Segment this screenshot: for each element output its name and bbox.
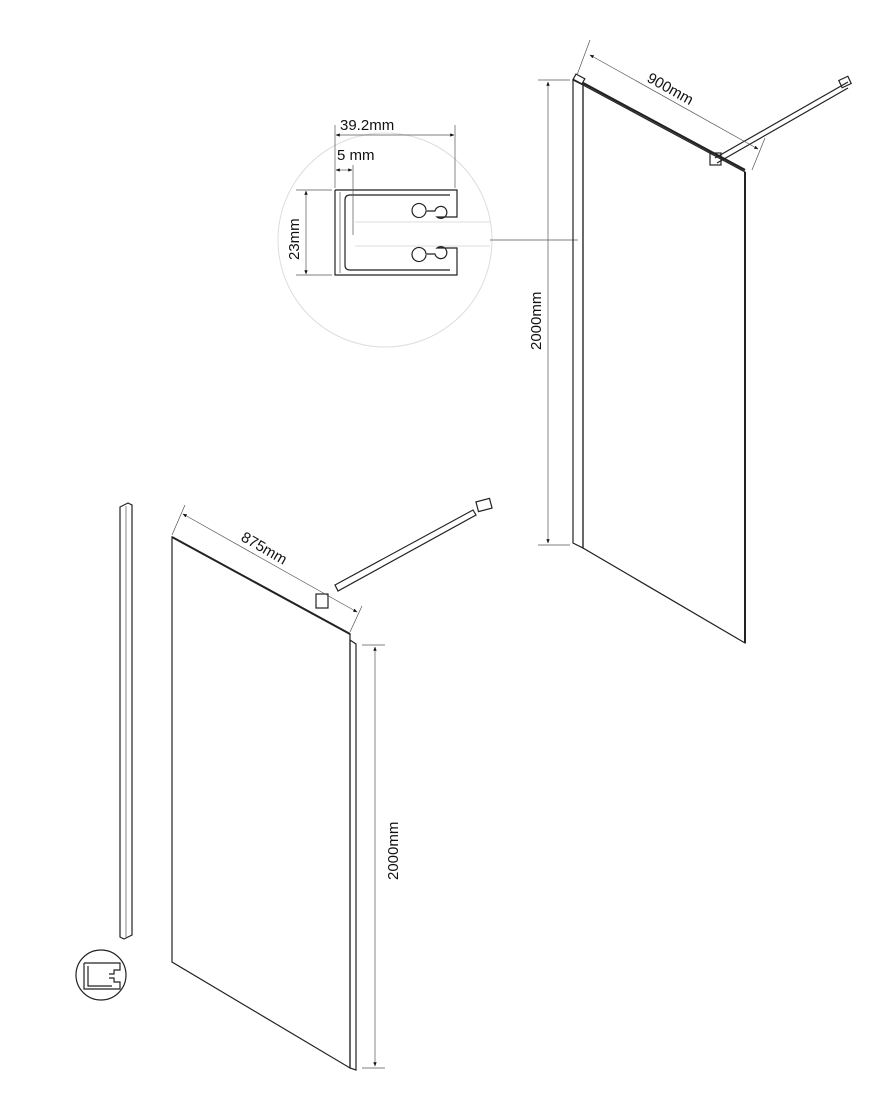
profile-height-label: 23mm — [286, 218, 303, 260]
exploded-height-label: 2000mm — [385, 822, 402, 880]
glass-panel — [582, 83, 746, 645]
bar-connector — [709, 152, 722, 166]
loose-support-bar — [334, 509, 477, 592]
small-profile-detail — [75, 949, 127, 1001]
profile-detail: 39.2mm 5 mm 23mm — [277, 117, 578, 348]
installed-panel: 2000mm 900mm — [528, 39, 853, 645]
end-cap — [475, 497, 493, 513]
exploded-width-label: 875mm — [238, 529, 290, 569]
loose-connector — [315, 593, 329, 609]
detail-circle — [277, 132, 493, 348]
loose-glass-panel — [171, 535, 351, 1070]
profile-wall-label: 5 mm — [337, 147, 375, 164]
support-bar — [714, 81, 849, 159]
installed-width-label: 900mm — [644, 70, 696, 109]
wall-profile — [572, 79, 584, 549]
u-profile-section — [334, 189, 458, 276]
installed-height-label: 2000mm — [528, 292, 545, 350]
profile-width-label: 39.2mm — [340, 117, 394, 134]
exploded-panel: 875mm 2000mm — [75, 497, 493, 1071]
loose-wall-profile — [119, 502, 133, 940]
